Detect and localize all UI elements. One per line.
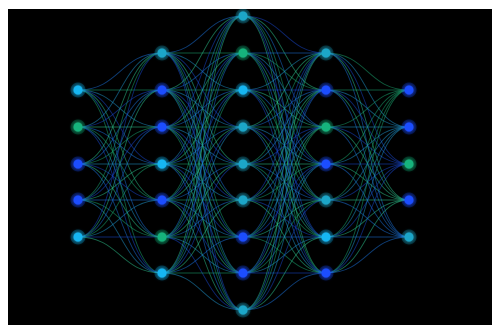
connection-line	[162, 200, 243, 273]
connection-line	[78, 53, 162, 164]
network-node	[238, 159, 247, 168]
network-node	[404, 85, 413, 94]
network-node	[321, 195, 330, 204]
network-node	[238, 122, 247, 131]
connection-line	[78, 53, 162, 200]
network-node	[157, 268, 166, 277]
network-node	[321, 48, 330, 57]
connection-line	[326, 90, 409, 237]
connection-line	[326, 200, 409, 273]
network-node	[238, 85, 247, 94]
connection-line	[78, 164, 162, 237]
network-node	[73, 122, 82, 131]
connection-line	[162, 16, 243, 127]
output-layer	[402, 83, 417, 245]
network-node	[238, 48, 247, 57]
network-node	[157, 195, 166, 204]
network-node	[157, 232, 166, 241]
network-node	[321, 232, 330, 241]
connection-line	[243, 53, 326, 164]
input-layer	[71, 83, 86, 245]
network-node	[73, 85, 82, 94]
connection-line	[162, 237, 243, 310]
network-node	[238, 195, 247, 204]
hidden-layer-1	[155, 46, 170, 281]
network-node	[404, 195, 413, 204]
connection-line	[78, 200, 162, 273]
network-node	[238, 305, 247, 314]
connection-line	[326, 90, 409, 273]
connection-line	[78, 90, 162, 237]
network-canvas	[8, 9, 492, 325]
network-node	[73, 195, 82, 204]
image-frame	[8, 9, 492, 325]
network-node	[321, 159, 330, 168]
network-node	[73, 232, 82, 241]
network-node	[404, 159, 413, 168]
network-node	[404, 122, 413, 131]
network-node	[157, 48, 166, 57]
connection-line	[243, 237, 326, 310]
network-node	[404, 232, 413, 241]
network-node	[321, 85, 330, 94]
network-node	[157, 159, 166, 168]
hidden-layer-3	[319, 46, 334, 281]
network-node	[238, 11, 247, 20]
connection-line	[78, 53, 162, 237]
network-node	[238, 232, 247, 241]
connection-line	[162, 90, 243, 273]
network-node	[238, 268, 247, 277]
network-node	[157, 85, 166, 94]
network-node	[321, 122, 330, 131]
connection-line	[243, 53, 326, 200]
hidden-layer-2	[236, 9, 251, 318]
connection-line	[162, 16, 243, 200]
connection-line	[243, 127, 326, 310]
connection-line	[243, 53, 326, 237]
network-node	[321, 268, 330, 277]
network-node	[73, 159, 82, 168]
network-node	[157, 122, 166, 131]
